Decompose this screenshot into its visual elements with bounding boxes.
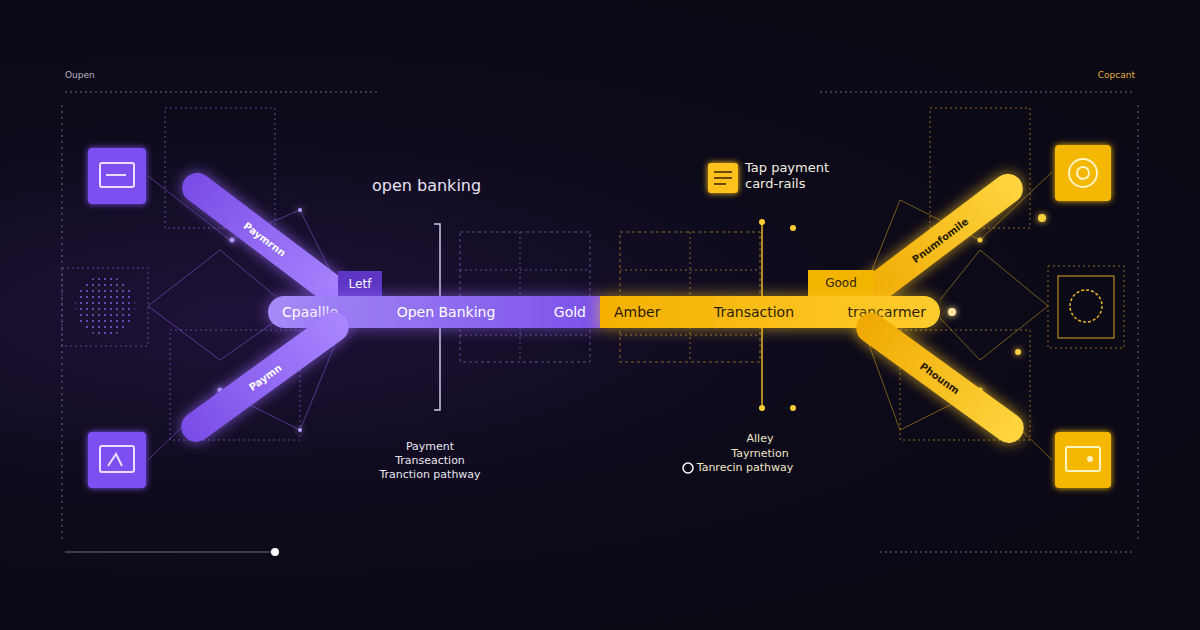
node-text: Pnumfomile bbox=[910, 215, 970, 264]
node-text: Phounm bbox=[918, 360, 962, 396]
pathway-note: Tanrecin pathway bbox=[697, 461, 794, 474]
left-icons bbox=[75, 148, 146, 488]
node-text: Amber bbox=[614, 304, 660, 320]
left-grid bbox=[62, 108, 590, 440]
pathway-note: Payment bbox=[406, 440, 454, 453]
flow-band: Paymn bbox=[175, 306, 354, 448]
node-text: Letf bbox=[349, 277, 372, 291]
frame-lines bbox=[62, 92, 1138, 552]
node-text: Good bbox=[825, 276, 857, 290]
node-text: Paymrnn bbox=[242, 220, 288, 259]
pathway-note: Tayrnetion bbox=[731, 447, 788, 460]
node-text: Open Banking bbox=[397, 304, 496, 320]
end-dot bbox=[271, 548, 279, 556]
pathway-note: Transeaction bbox=[395, 454, 465, 467]
network-lines bbox=[148, 172, 1052, 460]
section-heading: Tap payment card-rails bbox=[745, 160, 841, 191]
node-text: Gold bbox=[554, 304, 586, 320]
section-heading: open banking bbox=[372, 176, 481, 195]
flow-band: Phounm bbox=[850, 307, 1029, 449]
junction-tag: Letf bbox=[338, 271, 382, 297]
right-icons bbox=[683, 145, 1114, 488]
flow-band: Paymrnn bbox=[176, 167, 354, 311]
node-text: Paymn bbox=[247, 362, 284, 393]
corner-label: Copcant bbox=[1098, 70, 1135, 81]
right-grid bbox=[620, 108, 1124, 440]
pathway-note: Alley bbox=[747, 432, 774, 445]
flow-band: Pnumfomile bbox=[851, 168, 1029, 312]
corner-label: Oupen bbox=[65, 70, 95, 81]
junction-tag: Good bbox=[808, 270, 874, 296]
node-text: Transaction bbox=[714, 304, 794, 320]
pathway-note: Tranction pathway bbox=[379, 468, 480, 481]
